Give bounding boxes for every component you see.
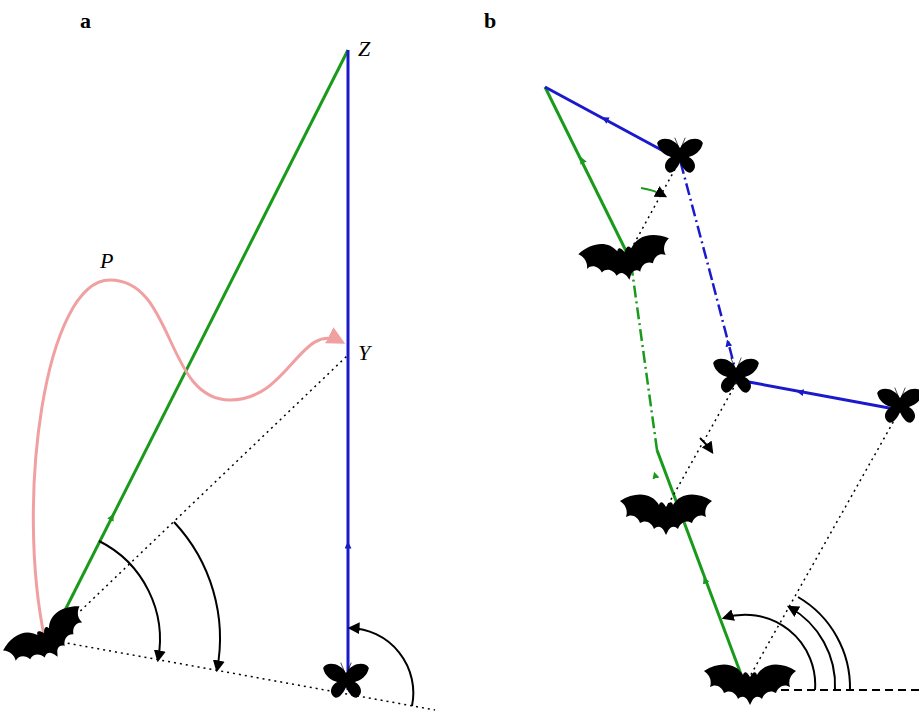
path-label: P xyxy=(100,250,113,272)
panel-letter: b xyxy=(484,10,496,32)
panel-letter: a xyxy=(80,10,91,32)
point-label: Y xyxy=(358,342,370,364)
point-label: Z xyxy=(358,38,370,60)
